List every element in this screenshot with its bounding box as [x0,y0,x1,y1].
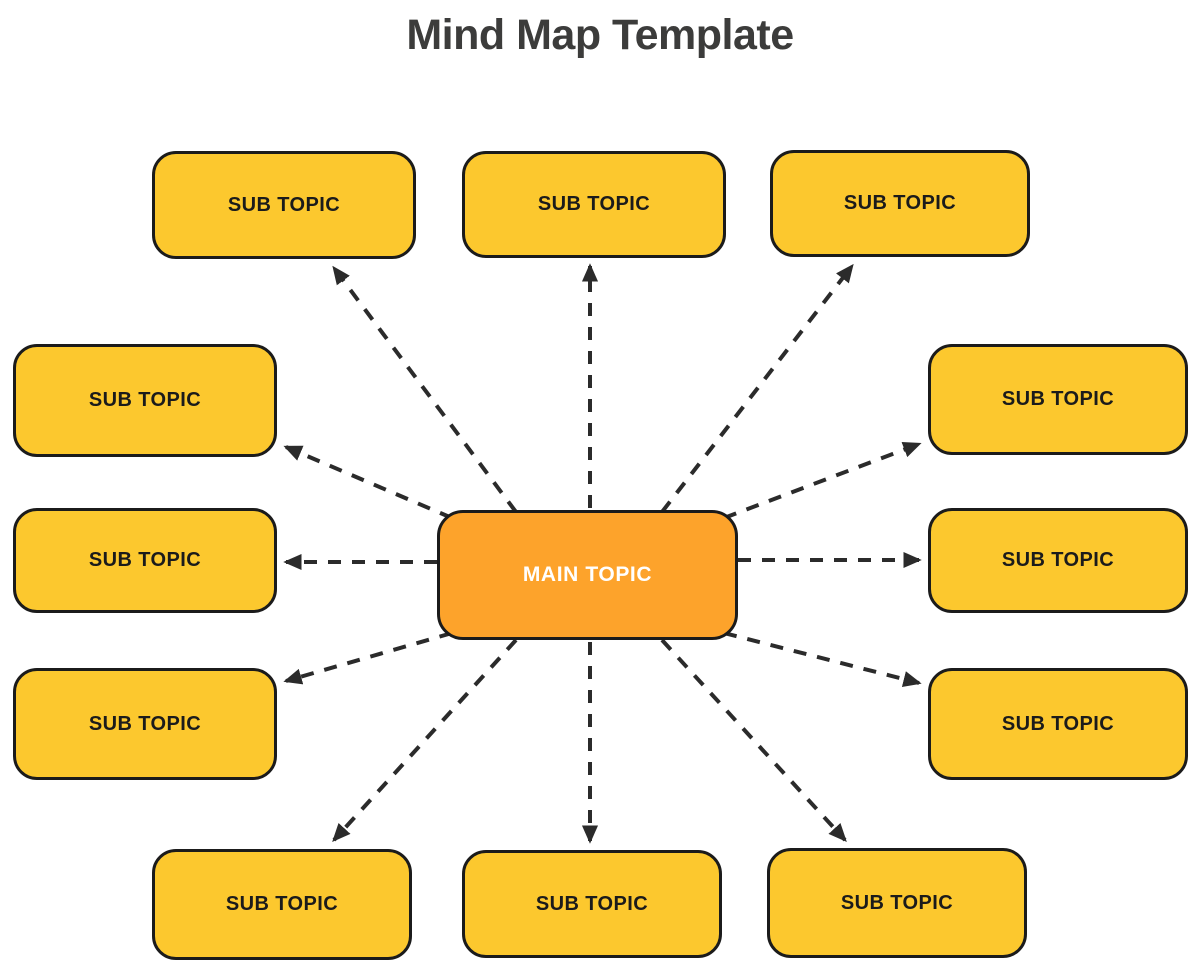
sub-topic-top-right[interactable]: SUB TOPIC [770,150,1030,257]
sub-topic-bottom-right-label: SUB TOPIC [840,891,954,914]
sub-topic-bottom-center-label: SUB TOPIC [535,892,649,915]
sub-topic-right-middle-label: SUB TOPIC [1001,549,1115,571]
sub-topic-left-middle[interactable]: SUB TOPIC [13,508,277,613]
sub-topic-left-upper[interactable]: SUB TOPIC [13,344,277,457]
sub-topic-right-upper[interactable]: SUB TOPIC [928,344,1188,455]
sub-topic-top-right-label: SUB TOPIC [843,192,957,214]
edge-to-top-right [660,263,854,514]
sub-topic-right-lower[interactable]: SUB TOPIC [928,668,1188,780]
sub-topic-top-left[interactable]: SUB TOPIC [152,151,416,259]
sub-topic-left-upper-label: SUB TOPIC [88,389,202,411]
sub-topic-bottom-left-label: SUB TOPIC [225,893,339,915]
edge-to-right-upper [723,441,922,520]
edge-to-top-left [332,265,518,514]
sub-topic-right-middle[interactable]: SUB TOPIC [928,508,1188,613]
sub-topic-left-lower-label: SUB TOPIC [88,712,202,735]
edge-to-left-lower [283,631,453,685]
main-topic-label: MAIN TOPIC [522,563,653,586]
sub-topic-top-center[interactable]: SUB TOPIC [462,151,726,258]
sub-topic-top-left-label: SUB TOPIC [227,193,341,216]
sub-topic-bottom-right[interactable]: SUB TOPIC [767,848,1027,958]
sub-topic-bottom-left[interactable]: SUB TOPIC [152,849,412,960]
page-title: Mind Map Template [406,11,794,59]
edge-to-bottom-right [660,638,847,843]
sub-topic-left-lower[interactable]: SUB TOPIC [13,668,277,780]
sub-topic-right-upper-label: SUB TOPIC [1001,388,1115,410]
sub-topic-left-middle-label: SUB TOPIC [88,549,202,571]
edge-to-right-lower [723,631,922,687]
edge-to-bottom-left [332,638,518,843]
edge-group [283,263,922,844]
main-topic[interactable]: MAIN TOPIC [437,510,738,640]
sub-topic-right-lower-label: SUB TOPIC [1001,712,1115,735]
edge-to-left-upper [283,445,453,520]
sub-topic-top-center-label: SUB TOPIC [537,193,651,215]
sub-topic-bottom-center[interactable]: SUB TOPIC [462,850,722,958]
